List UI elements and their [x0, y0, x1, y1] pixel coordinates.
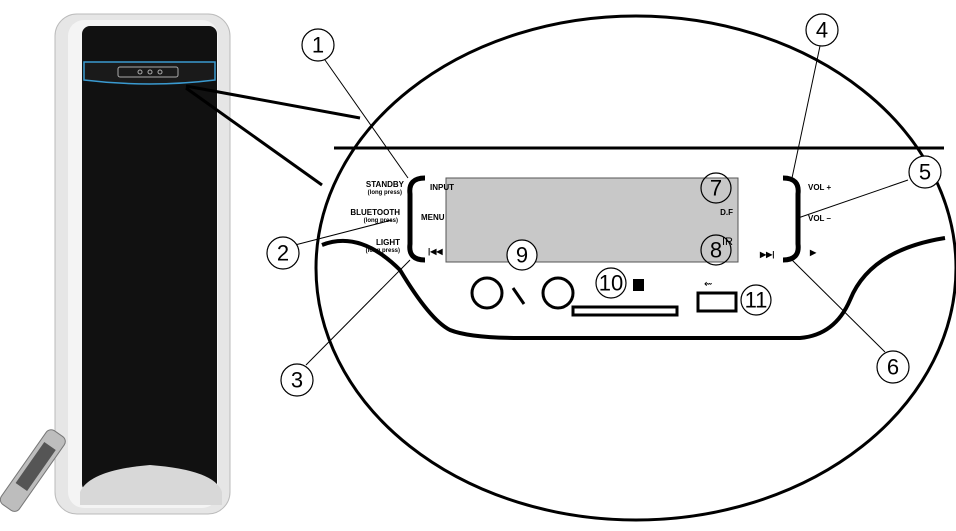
light-note: (long press) [366, 248, 400, 254]
callout-2: 2 [266, 236, 300, 270]
callout-3: 3 [280, 363, 314, 397]
tower-control-buttons [117, 66, 179, 78]
callout-numbers: 1 2 3 4 5 6 7 8 9 10 11 [266, 13, 942, 397]
next-label: ▶▶| [759, 250, 775, 259]
menu-label: MENU [421, 213, 445, 222]
callout-5: 5 [908, 155, 942, 189]
callout-4: 4 [805, 13, 839, 47]
svg-text:5: 5 [919, 160, 931, 185]
zoom-line-bottom [185, 86, 323, 187]
sd-card-slot [571, 305, 679, 317]
svg-text:7: 7 [710, 176, 722, 201]
svg-text:9: 9 [516, 243, 528, 268]
svg-text:4: 4 [816, 18, 828, 43]
callout-6: 6 [876, 350, 910, 384]
svg-text:3: 3 [291, 368, 303, 393]
volume-down-label: VOL – [808, 214, 832, 223]
zoom-line-top [185, 84, 361, 120]
standby-label: STANDBY [366, 180, 405, 189]
standby-note: (long press) [368, 190, 402, 196]
sd-card-icon [633, 279, 644, 291]
button-labels: STANDBY (long press) INPUT BLUETOOTH (lo… [350, 180, 831, 259]
volume-up-label: VOL + [808, 183, 832, 192]
bluetooth-label: BLUETOOTH [350, 208, 400, 217]
usb-icon: ⇜ [704, 279, 712, 290]
display-small-label: D.F [720, 208, 733, 217]
callout-9: 9 [506, 239, 538, 271]
display-screen [445, 177, 739, 263]
callout-11: 11 [740, 284, 772, 316]
svg-text:10: 10 [599, 271, 623, 296]
input-label: INPUT [430, 183, 454, 192]
callout-10: 10 [595, 267, 627, 299]
microphone-icon [511, 287, 526, 305]
previous-label: |◀◀ [428, 247, 443, 256]
svg-text:1: 1 [312, 33, 324, 58]
callout-8: 8 [700, 234, 732, 266]
svg-text:8: 8 [710, 238, 722, 263]
svg-text:11: 11 [745, 288, 768, 313]
ir-label: IR [722, 236, 733, 248]
bluetooth-note: (long press) [364, 218, 398, 224]
tower-speaker [0, 13, 231, 515]
callout-7: 7 [700, 172, 732, 204]
right-button-bracket[interactable] [782, 175, 801, 263]
callout-1: 1 [301, 28, 335, 62]
svg-text:2: 2 [277, 241, 289, 266]
magnified-panel: ⇜ [314, 14, 956, 522]
light-label: LIGHT [376, 238, 400, 247]
play-label: ▶ [809, 248, 817, 257]
leader-lines [294, 45, 909, 366]
usb-port [696, 291, 738, 313]
mic-jack-left [470, 276, 504, 310]
mic-jack-right [541, 276, 575, 310]
remote-control [0, 429, 66, 512]
left-button-bracket[interactable] [407, 175, 426, 263]
svg-text:6: 6 [887, 355, 899, 380]
